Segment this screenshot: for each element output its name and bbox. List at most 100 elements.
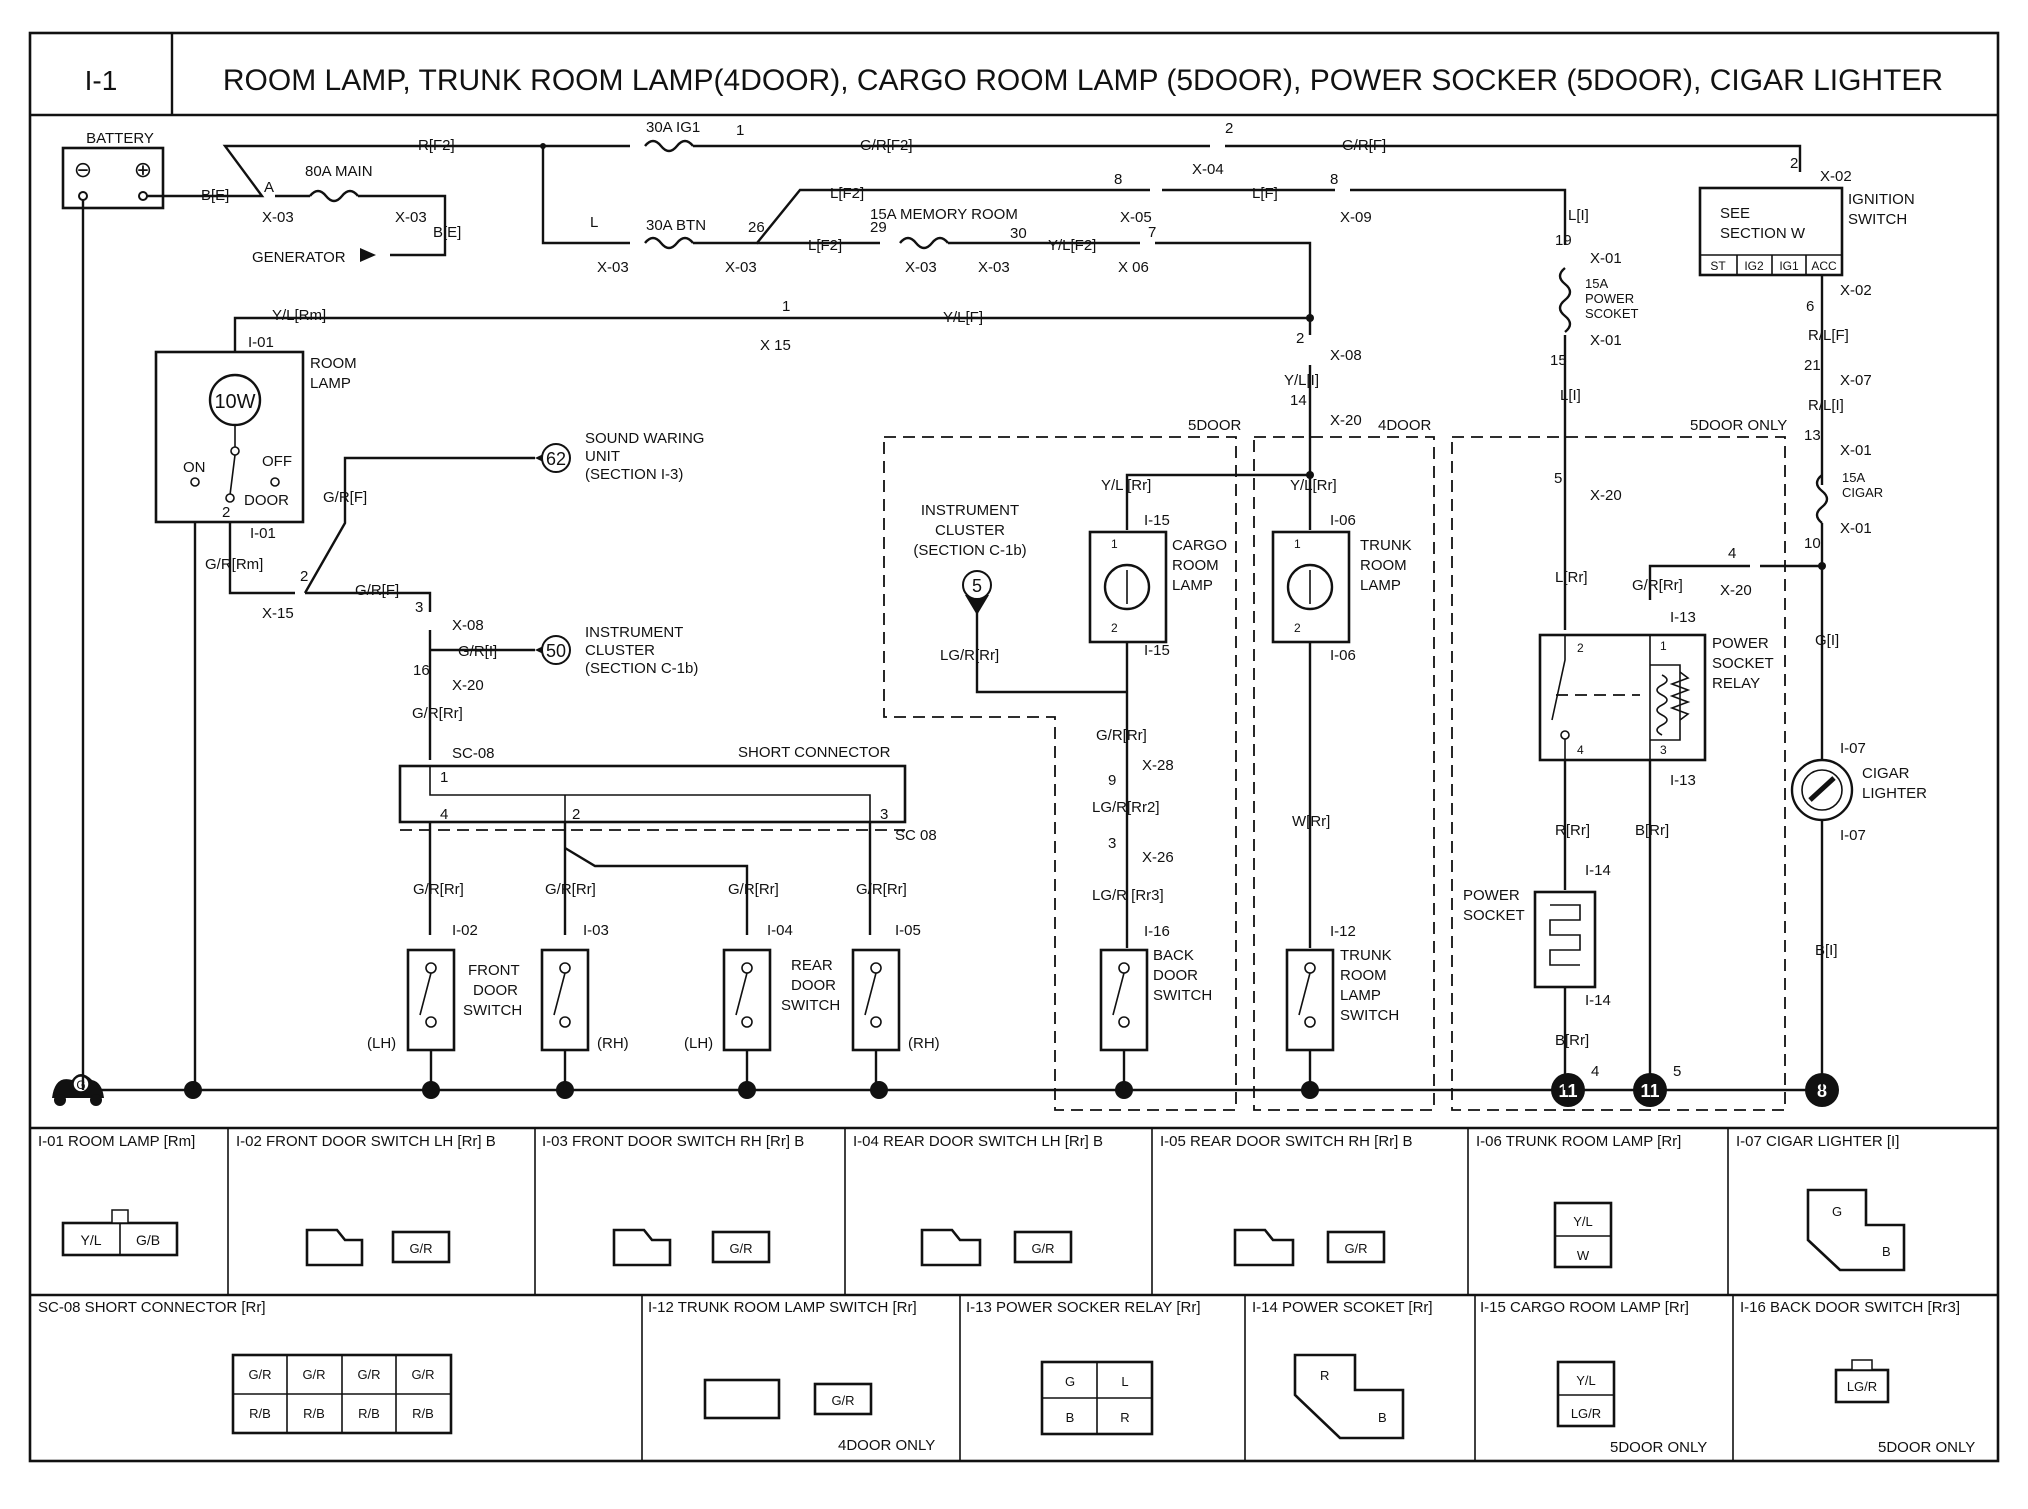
svg-text:7: 7 xyxy=(1148,224,1156,241)
svg-text:LAMP: LAMP xyxy=(1172,577,1213,594)
svg-text:LG/R: LG/R xyxy=(1847,1379,1877,1394)
svg-text:GENERATOR: GENERATOR xyxy=(252,249,346,266)
svg-text:CIGAR: CIGAR xyxy=(1842,485,1883,500)
svg-text:15A: 15A xyxy=(1585,276,1608,291)
svg-text:I-13 POWER SOCKER RELAY [Rr]: I-13 POWER SOCKER RELAY [Rr] xyxy=(966,1299,1201,1316)
svg-text:Y/L: Y/L xyxy=(80,1232,101,1248)
svg-text:G/R: G/R xyxy=(831,1393,854,1408)
svg-text:I-15: I-15 xyxy=(1144,512,1170,529)
svg-text:R/B: R/B xyxy=(358,1406,380,1421)
svg-text:SWITCH: SWITCH xyxy=(1153,987,1212,1004)
svg-text:5DOOR: 5DOOR xyxy=(1188,417,1242,434)
svg-text:Y/L[Rm]: Y/L[Rm] xyxy=(272,307,326,324)
section-id: I-1 xyxy=(85,65,118,96)
svg-text:5: 5 xyxy=(972,576,982,596)
svg-text:INSTRUMENT: INSTRUMENT xyxy=(585,624,683,641)
svg-text:LG/R[Rr2]: LG/R[Rr2] xyxy=(1092,799,1160,816)
svg-text:2: 2 xyxy=(1294,621,1301,635)
svg-text:R[F2]: R[F2] xyxy=(418,137,455,154)
footer-i13: I-13 POWER SOCKER RELAY [Rr] G L B R xyxy=(966,1299,1201,1436)
svg-text:LG/R [Rr3]: LG/R [Rr3] xyxy=(1092,887,1164,904)
svg-text:X-09: X-09 xyxy=(1340,209,1372,226)
svg-text:X 15: X 15 xyxy=(760,337,791,354)
svg-text:OFF: OFF xyxy=(262,453,292,470)
svg-text:G: G xyxy=(1065,1374,1075,1389)
svg-text:I-07: I-07 xyxy=(1840,827,1866,844)
svg-text:G/R: G/R xyxy=(248,1367,271,1382)
svg-text:2: 2 xyxy=(300,568,308,585)
svg-text:3: 3 xyxy=(415,599,423,616)
svg-text:I-04 REAR DOOR SWITCH LH [Rr]: I-04 REAR DOOR SWITCH LH [Rr] B xyxy=(853,1133,1103,1150)
svg-text:L[F2]: L[F2] xyxy=(830,185,864,202)
svg-text:2: 2 xyxy=(572,806,580,823)
svg-text:19: 19 xyxy=(1555,232,1572,249)
svg-text:4DOOR: 4DOOR xyxy=(1378,417,1432,434)
svg-text:LG/R[Rr]: LG/R[Rr] xyxy=(940,647,999,664)
svg-text:SECTION W: SECTION W xyxy=(1720,225,1806,242)
svg-text:5: 5 xyxy=(1554,470,1562,487)
svg-text:1: 1 xyxy=(736,122,744,139)
svg-text:G/R[Rr]: G/R[Rr] xyxy=(856,881,907,898)
svg-text:50: 50 xyxy=(546,641,566,661)
svg-text:1: 1 xyxy=(440,769,448,786)
svg-text:6: 6 xyxy=(1806,298,1814,315)
svg-text:2: 2 xyxy=(222,504,230,521)
footer-i05: I-05 REAR DOOR SWITCH RH [Rr] B G/R xyxy=(1160,1133,1413,1267)
svg-text:I-03: I-03 xyxy=(583,922,609,939)
svg-text:G/R[Rr]: G/R[Rr] xyxy=(1096,727,1147,744)
footer-i04: I-04 REAR DOOR SWITCH LH [Rr] B G/R xyxy=(853,1133,1103,1267)
svg-text:ON: ON xyxy=(183,459,206,476)
svg-text:G/R[Rm]: G/R[Rm] xyxy=(205,556,263,573)
power-socket xyxy=(1533,890,1597,989)
svg-text:RELAY: RELAY xyxy=(1712,675,1760,692)
svg-text:I-01 ROOM LAMP [Rm]: I-01 ROOM LAMP [Rm] xyxy=(38,1133,195,1150)
svg-text:R: R xyxy=(1120,1410,1129,1425)
battery: BATTERY ⊖ ⊕ xyxy=(61,130,165,210)
svg-text:8: 8 xyxy=(1114,171,1122,188)
svg-text:L[F2]: L[F2] xyxy=(808,237,842,254)
svg-text:SEE: SEE xyxy=(1720,205,1750,222)
svg-text:ROOM: ROOM xyxy=(310,355,357,372)
svg-text:I-16: I-16 xyxy=(1144,923,1170,940)
svg-text:X-20: X-20 xyxy=(452,677,484,694)
svg-text:16: 16 xyxy=(413,662,430,679)
svg-text:X-03: X-03 xyxy=(395,209,427,226)
svg-text:X 06: X 06 xyxy=(1118,259,1149,276)
svg-text:I-07 CIGAR LIGHTER [I]: I-07 CIGAR LIGHTER [I] xyxy=(1736,1133,1899,1150)
svg-text:R[Rr]: R[Rr] xyxy=(1555,822,1590,839)
svg-text:Y/L[F2]: Y/L[F2] xyxy=(1048,237,1096,254)
footer-i12: I-12 TRUNK ROOM LAMP SWITCH [Rr] G/R 4DO… xyxy=(648,1299,935,1454)
svg-text:15A MEMORY ROOM: 15A MEMORY ROOM xyxy=(870,206,1018,223)
svg-text:SWITCH: SWITCH xyxy=(781,997,840,1014)
svg-text:G/R: G/R xyxy=(1031,1241,1054,1256)
svg-text:I-03 FRONT DOOR SWITCH RH [Rr]: I-03 FRONT DOOR SWITCH RH [Rr] B xyxy=(542,1133,804,1150)
svg-text:(SECTION I-3): (SECTION I-3) xyxy=(585,466,683,483)
fuse-15a-power-socket xyxy=(1558,267,1572,333)
svg-text:CIGAR: CIGAR xyxy=(1862,765,1910,782)
svg-text:R/L[I]: R/L[I] xyxy=(1808,397,1844,414)
svg-text:X-08: X-08 xyxy=(452,617,484,634)
svg-text:X-05: X-05 xyxy=(1120,209,1152,226)
svg-text:3: 3 xyxy=(1660,743,1667,757)
svg-text:I-01: I-01 xyxy=(250,525,276,542)
svg-text:CARGO: CARGO xyxy=(1172,537,1227,554)
svg-text:G/R[F]: G/R[F] xyxy=(1342,137,1386,154)
fuse-30a-btn xyxy=(644,236,694,250)
svg-text:LG/R: LG/R xyxy=(1571,1406,1601,1421)
svg-text:B: B xyxy=(1882,1244,1891,1259)
svg-text:REAR: REAR xyxy=(791,957,833,974)
svg-text:9: 9 xyxy=(1108,772,1116,789)
svg-text:L[F]: L[F] xyxy=(1252,185,1278,202)
svg-text:21: 21 xyxy=(1804,357,1821,374)
svg-text:X-20: X-20 xyxy=(1720,582,1752,599)
svg-text:I-06 TRUNK ROOM LAMP [Rr]: I-06 TRUNK ROOM LAMP [Rr] xyxy=(1476,1133,1681,1150)
svg-text:I-07: I-07 xyxy=(1840,740,1866,757)
power-socket-relay: 2 1 4 3 xyxy=(1538,633,1707,762)
back-door-switch xyxy=(1099,948,1149,1052)
svg-text:ACC: ACC xyxy=(1811,259,1837,273)
svg-text:Y/L [Rr]: Y/L [Rr] xyxy=(1101,477,1151,494)
svg-text:5DOOR ONLY: 5DOOR ONLY xyxy=(1690,417,1787,434)
svg-text:SOCKET: SOCKET xyxy=(1712,655,1774,672)
svg-text:G/R: G/R xyxy=(411,1367,434,1382)
ic-mid-arrow-icon xyxy=(965,595,989,615)
